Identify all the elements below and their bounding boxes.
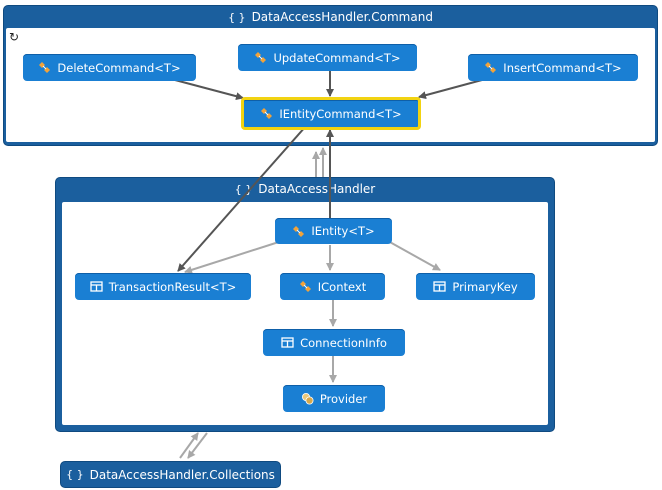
collections-namespace-group[interactable]: { } DataAccessHandler.Collections [60,461,281,488]
ientity-command-node[interactable]: IEntityCommand<T> [241,97,421,130]
node-label: UpdateCommand<T> [273,50,401,65]
interface-icon [485,62,497,73]
handler-namespace-title: DataAccessHandler [258,182,376,196]
node-label: IEntityCommand<T> [279,106,402,121]
command-namespace-header[interactable]: { } DataAccessHandler.Command [4,6,657,28]
node-label: IContext [317,279,367,294]
update-command-node[interactable]: UpdateCommand<T> [238,44,417,71]
insert-command-node[interactable]: InsertCommand<T> [468,54,638,81]
node-label: TransactionResult<T> [108,279,237,294]
interface-icon [261,108,273,119]
class-icon [433,281,446,292]
namespace-icon: { } [66,468,84,481]
node-label: IEntity<T> [311,224,375,238]
interface-icon [293,225,305,237]
command-namespace-title: DataAccessHandler.Command [251,10,433,24]
handler-namespace-header[interactable]: { } DataAccessHandler [56,178,554,200]
interface-icon [39,62,51,73]
node-label: Provider [319,391,368,406]
node-label: ConnectionInfo [300,335,387,350]
icontext-node[interactable]: IContext [280,273,385,300]
class-icon [281,337,294,348]
enum-icon [301,393,314,405]
provider-node[interactable]: Provider [283,385,385,412]
ientity-node[interactable]: IEntity<T> [275,218,392,244]
collections-namespace-header[interactable]: { } DataAccessHandler.Collections [61,462,280,487]
interface-icon [299,281,311,292]
node-label: InsertCommand<T> [503,60,622,75]
refresh-icon[interactable]: ↻ [9,30,20,44]
edge-handler-to-collections [187,432,208,459]
node-label: DeleteCommand<T> [57,60,181,75]
class-icon [90,281,103,292]
primary-key-node[interactable]: PrimaryKey [416,273,535,300]
interface-icon [255,52,267,63]
edge-collections-to-handler [179,432,199,459]
transaction-result-node[interactable]: TransactionResult<T> [75,273,251,300]
connection-info-node[interactable]: ConnectionInfo [263,329,405,356]
delete-command-node[interactable]: DeleteCommand<T> [23,54,196,81]
node-label: PrimaryKey [452,279,518,294]
namespace-icon: { } [228,10,246,24]
collections-namespace-title: DataAccessHandler.Collections [89,467,275,482]
namespace-icon: { } [234,182,253,196]
